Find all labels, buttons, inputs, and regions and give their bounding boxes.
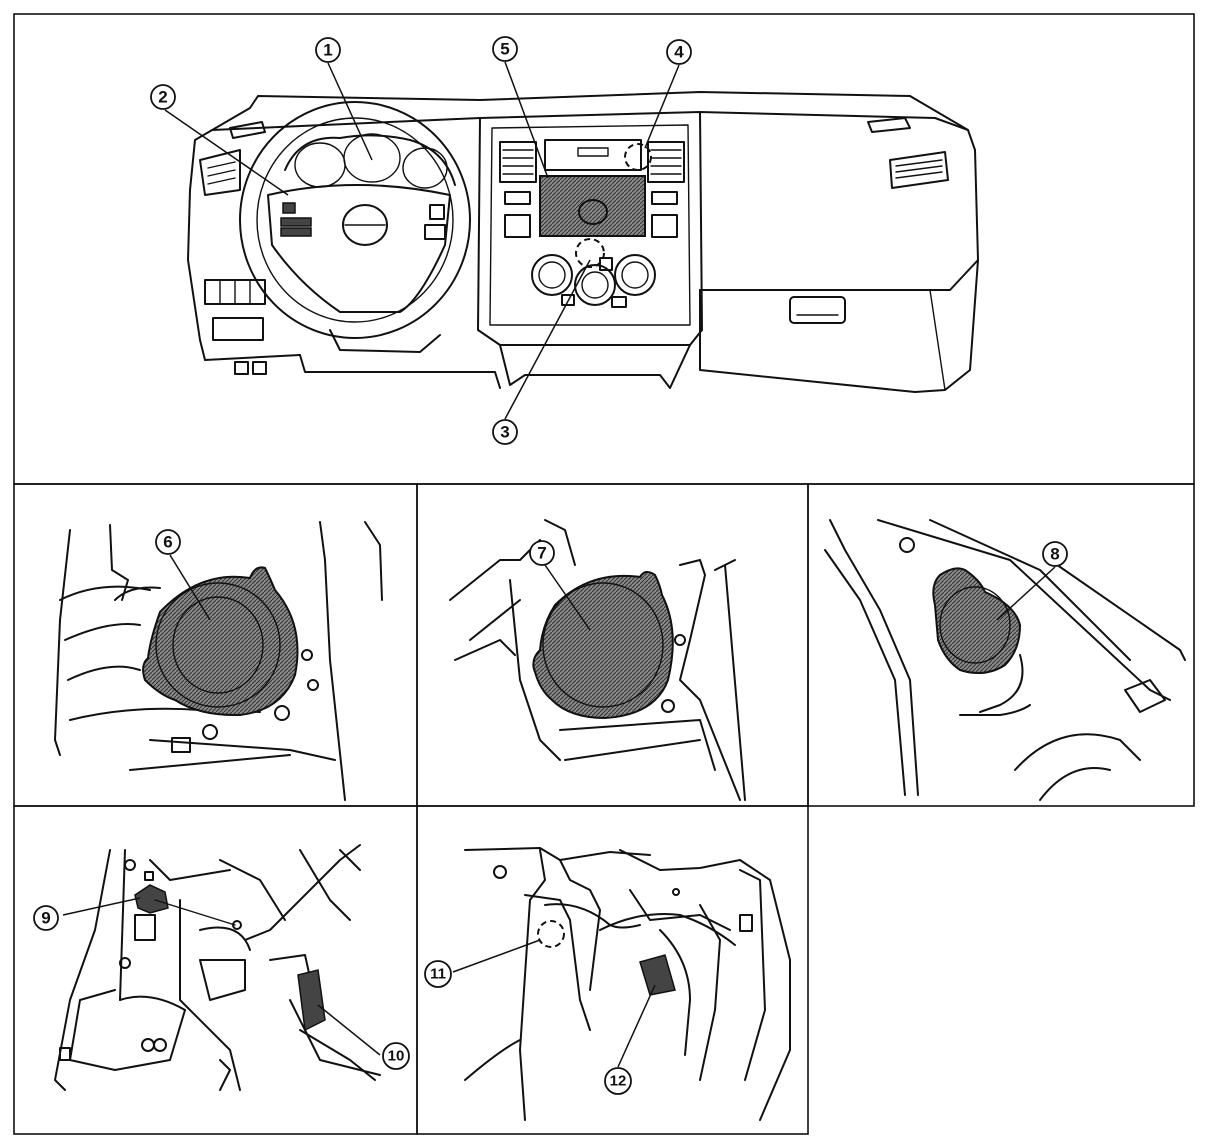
callout-label: 2: [158, 88, 167, 107]
callout-9: 9: [33, 905, 59, 931]
instrument-panel-drawing: [187, 91, 979, 393]
tweeter-speaker-drawing: [824, 519, 1186, 801]
callout-1: 1: [315, 37, 341, 63]
callout-label: 7: [537, 544, 546, 563]
callout-2: 2: [150, 84, 176, 110]
callout-8: 8: [1042, 541, 1068, 567]
callout-11: 11: [424, 960, 452, 988]
callout-label: 9: [41, 909, 50, 928]
front-door-speaker-drawing: [54, 521, 383, 801]
callout-4: 4: [666, 39, 692, 65]
callout-label: 3: [500, 423, 509, 442]
callout-label: 10: [388, 1048, 405, 1065]
leader-lines: [62, 61, 1056, 1068]
rear-door-speaker-drawing: [449, 519, 746, 801]
front-connector-drawing: [54, 844, 381, 1091]
callout-label: 12: [610, 1073, 627, 1090]
callout-7: 7: [529, 540, 555, 566]
callout-label: 6: [163, 533, 172, 552]
callout-label: 8: [1050, 545, 1059, 564]
panel-frames: [13, 13, 1195, 1135]
callout-label: 11: [430, 966, 446, 983]
callout-label: 5: [500, 40, 509, 59]
callout-12: 12: [604, 1067, 632, 1095]
callout-6: 6: [155, 529, 181, 555]
rear-connector-drawing: [464, 847, 791, 1121]
callout-10: 10: [382, 1042, 410, 1070]
callout-label: 4: [674, 43, 684, 62]
callout-label: 1: [323, 41, 332, 60]
callout-3: 3: [492, 419, 518, 445]
callout-5: 5: [492, 36, 518, 62]
